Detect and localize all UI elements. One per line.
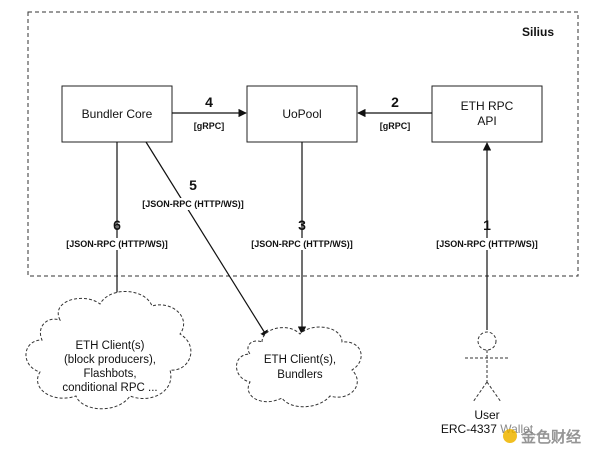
left-cloud-line4: conditional RPC ... (62, 382, 157, 394)
middle-cloud-shape (236, 326, 362, 408)
silius-boundary (27, 11, 579, 277)
edge-1-label: [JSON-RPC (HTTP/WS)] (436, 239, 538, 249)
edge-5-label: [JSON-RPC (HTTP/WS)] (142, 199, 244, 209)
eth-rpc-api-label-line2: API (477, 114, 496, 128)
eth-rpc-api-label-line1: ETH RPC (461, 99, 514, 113)
left-cloud-line2: (block producers), (64, 354, 156, 366)
watermark-text: 金色财经 (520, 428, 581, 446)
eth-clients-block-producers-cloud: ETH Client(s) (block producers), Flashbo… (25, 291, 192, 410)
edge-2-label: [gRPC] (380, 121, 411, 131)
bundler-core-node: Bundler Core (61, 85, 173, 143)
edge-1: 1 [JSON-RPC (HTTP/WS)] (434, 142, 540, 330)
edge-6-label: [JSON-RPC (HTTP/WS)] (66, 239, 168, 249)
left-cloud-line1: ETH Client(s) (75, 340, 144, 352)
user-right-leg (486, 381, 502, 403)
user-head (477, 331, 497, 351)
watermark-logo-icon (503, 429, 517, 443)
uopool-label: UoPool (282, 107, 321, 121)
eth-clients-bundlers-cloud: ETH Client(s), Bundlers (236, 326, 362, 408)
edge-3-label: [JSON-RPC (HTTP/WS)] (251, 239, 353, 249)
edge-4-label: [gRPC] (194, 121, 225, 131)
middle-cloud-line1: ETH Client(s), (264, 354, 336, 366)
edge-1-number: 1 (483, 217, 491, 233)
edge-4: 4 [gRPC] (172, 94, 247, 131)
user-label: User (474, 408, 499, 422)
edge-1-label-bg (434, 238, 540, 250)
silius-label: Silius (522, 25, 554, 39)
edge-3-number: 3 (298, 217, 306, 233)
eth-rpc-api-node: ETH RPC API (431, 85, 543, 143)
edge-6-number: 6 (113, 217, 121, 233)
edge-2: 2 [gRPC] (357, 94, 432, 131)
edge-6: 6 [JSON-RPC (HTTP/WS)] (64, 142, 170, 311)
edge-5: 5 [JSON-RPC (HTTP/WS)] (138, 141, 269, 339)
user-left-leg (472, 381, 488, 403)
edge-3-label-bg (249, 238, 355, 250)
edge-2-number: 2 (391, 94, 399, 110)
edge-4-number: 4 (205, 94, 213, 110)
edge-3: 3 [JSON-RPC (HTTP/WS)] (249, 142, 355, 335)
middle-cloud-line2: Bundlers (277, 369, 323, 381)
uopool-node: UoPool (246, 85, 358, 143)
bundler-core-label: Bundler Core (82, 107, 153, 121)
user-actor (465, 331, 509, 403)
edge-5-number: 5 (189, 177, 197, 193)
left-cloud-shape (25, 291, 192, 410)
edge-5-arrow (145, 141, 269, 339)
watermark: 金色财经 (500, 424, 596, 448)
left-cloud-line3: Flashbots, (83, 368, 136, 380)
edge-5-label-bg (138, 198, 248, 210)
edge-6-label-bg (64, 238, 170, 250)
